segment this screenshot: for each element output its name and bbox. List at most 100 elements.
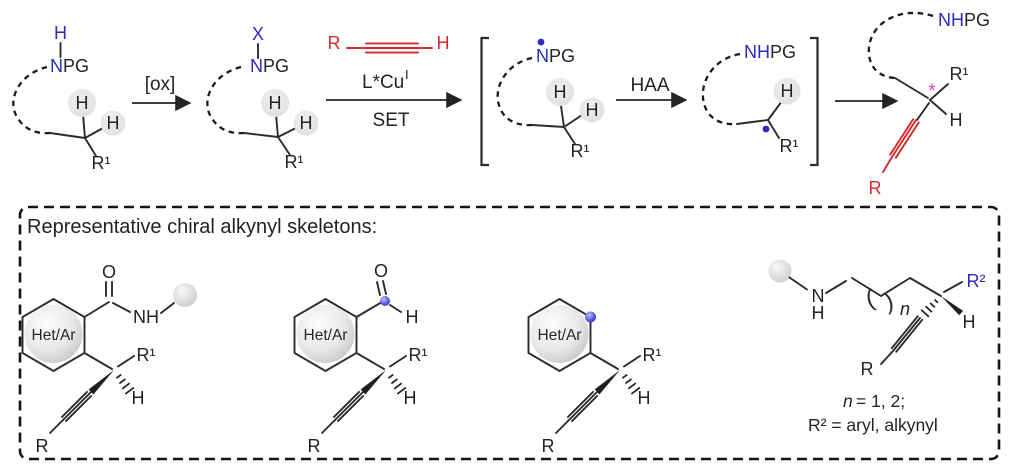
dashed-chain-curve — [867, 11, 934, 80]
ch-h2-label: H — [586, 100, 599, 120]
wedge-bond — [941, 296, 964, 316]
carbonyl-double-bond — [382, 280, 387, 295]
bond — [83, 301, 110, 318]
bond — [851, 277, 882, 297]
legend-line2: R² = aryl, alkynyl — [808, 415, 938, 435]
repeat-paren-open: ( — [863, 285, 877, 313]
legend-line1: = 1, 2; — [856, 391, 905, 411]
alkyne-bond — [891, 119, 917, 158]
bond — [389, 304, 402, 313]
n-label: N — [250, 56, 263, 76]
bond — [82, 113, 86, 139]
wedge-bond — [360, 370, 386, 395]
bond — [788, 276, 808, 291]
bond — [84, 137, 97, 157]
amine-h-label: H — [54, 23, 67, 43]
heteroatom-dot — [585, 311, 596, 323]
hash-bond-tick — [624, 378, 632, 385]
ch-h2-label: H — [107, 113, 120, 133]
alkyne-bond — [61, 391, 92, 422]
set-label: SET — [373, 110, 410, 131]
wedge-bond — [88, 370, 114, 395]
hash-bond-tick — [920, 309, 930, 318]
h-label: H — [132, 388, 145, 408]
alkyne-bond — [333, 391, 364, 422]
nitrogen-radical-structure: N PG H H R¹ — [496, 38, 605, 161]
alkynylation-step: R H L*Cu I SET — [326, 33, 463, 131]
hash-bond-tick — [929, 302, 936, 309]
r1-label: R¹ — [643, 345, 662, 365]
ch-h1-label: H — [269, 93, 282, 113]
alkyne-bond — [894, 121, 920, 159]
bond — [160, 302, 175, 314]
alkyne-bond — [895, 318, 924, 353]
hash-bond-tick — [124, 386, 135, 395]
bond — [277, 136, 291, 156]
h-label: H — [950, 110, 963, 130]
r-label: R — [861, 359, 874, 379]
carbon-radical-structure: NH PG H R¹ — [701, 42, 801, 156]
bond — [929, 83, 949, 101]
hash-bond-tick — [390, 378, 398, 385]
n-label: N — [536, 46, 549, 66]
bond — [531, 124, 565, 128]
skeleton-heteroaryl: Het/Ar R¹ H R — [527, 297, 662, 456]
h-label: H — [638, 388, 651, 408]
bond — [894, 77, 929, 99]
repeat-subscript-n: n — [900, 299, 910, 319]
nh-h-label: H — [812, 303, 825, 323]
alkyne-bond — [332, 390, 360, 418]
radical-dot — [762, 125, 770, 133]
r1-label: R¹ — [137, 345, 156, 365]
h-highlight-circle — [261, 89, 289, 117]
ch-h1-label: H — [76, 93, 89, 113]
alkyne-bond — [65, 395, 93, 423]
hash-bond-tick — [630, 386, 641, 395]
pg-label: PG — [263, 56, 289, 76]
alkyne-bond — [567, 391, 598, 422]
bond — [767, 119, 780, 139]
bond — [83, 352, 113, 370]
het-ar-sphere — [296, 305, 355, 363]
r1-label: R¹ — [780, 136, 799, 156]
skeleton-amine-chain: N H ( ) n R² H R n = 1, 2; R² = aryl, al… — [768, 259, 986, 435]
attachment-sphere — [768, 259, 792, 283]
wedge-bond — [594, 370, 620, 395]
r1-label: R¹ — [409, 345, 428, 365]
bond — [243, 132, 279, 138]
h-highlight-circle — [773, 77, 801, 105]
hash-bond-tick — [621, 373, 628, 379]
bond — [555, 419, 570, 434]
r-label: R — [36, 436, 49, 456]
alkyne-h-label: H — [437, 33, 450, 53]
bond — [880, 350, 894, 365]
bond — [909, 277, 942, 297]
alkyne-bond — [882, 156, 893, 173]
het-ar-label: Het/Ar — [32, 327, 76, 344]
hash-bond-tick — [118, 378, 126, 385]
bond — [560, 105, 565, 128]
het-ar-label: Het/Ar — [538, 327, 582, 344]
n-label: N — [50, 56, 63, 76]
dashed-chain-curve — [12, 65, 51, 135]
bond — [84, 127, 104, 139]
alkyne-bond — [566, 390, 594, 418]
panel-title: Representative chiral alkynyl skeletons: — [27, 216, 377, 238]
bond — [389, 355, 407, 368]
hash-bond-tick — [121, 382, 131, 390]
bond — [49, 419, 64, 434]
h-label: H — [963, 312, 976, 332]
hash-bond-tick — [115, 373, 122, 379]
radical-dot — [537, 38, 545, 46]
bond — [112, 302, 131, 313]
bond — [277, 127, 297, 138]
skeleton-aldehyde: Het/Ar O H R¹ H R — [293, 261, 428, 456]
bond — [275, 113, 279, 138]
hash-bond-tick — [925, 305, 933, 313]
r1-label: R¹ — [571, 141, 590, 161]
haa-label: HAA — [630, 75, 669, 96]
bond — [589, 352, 619, 370]
nh-label: NH — [133, 307, 159, 327]
ch-h-label: H — [781, 81, 794, 101]
